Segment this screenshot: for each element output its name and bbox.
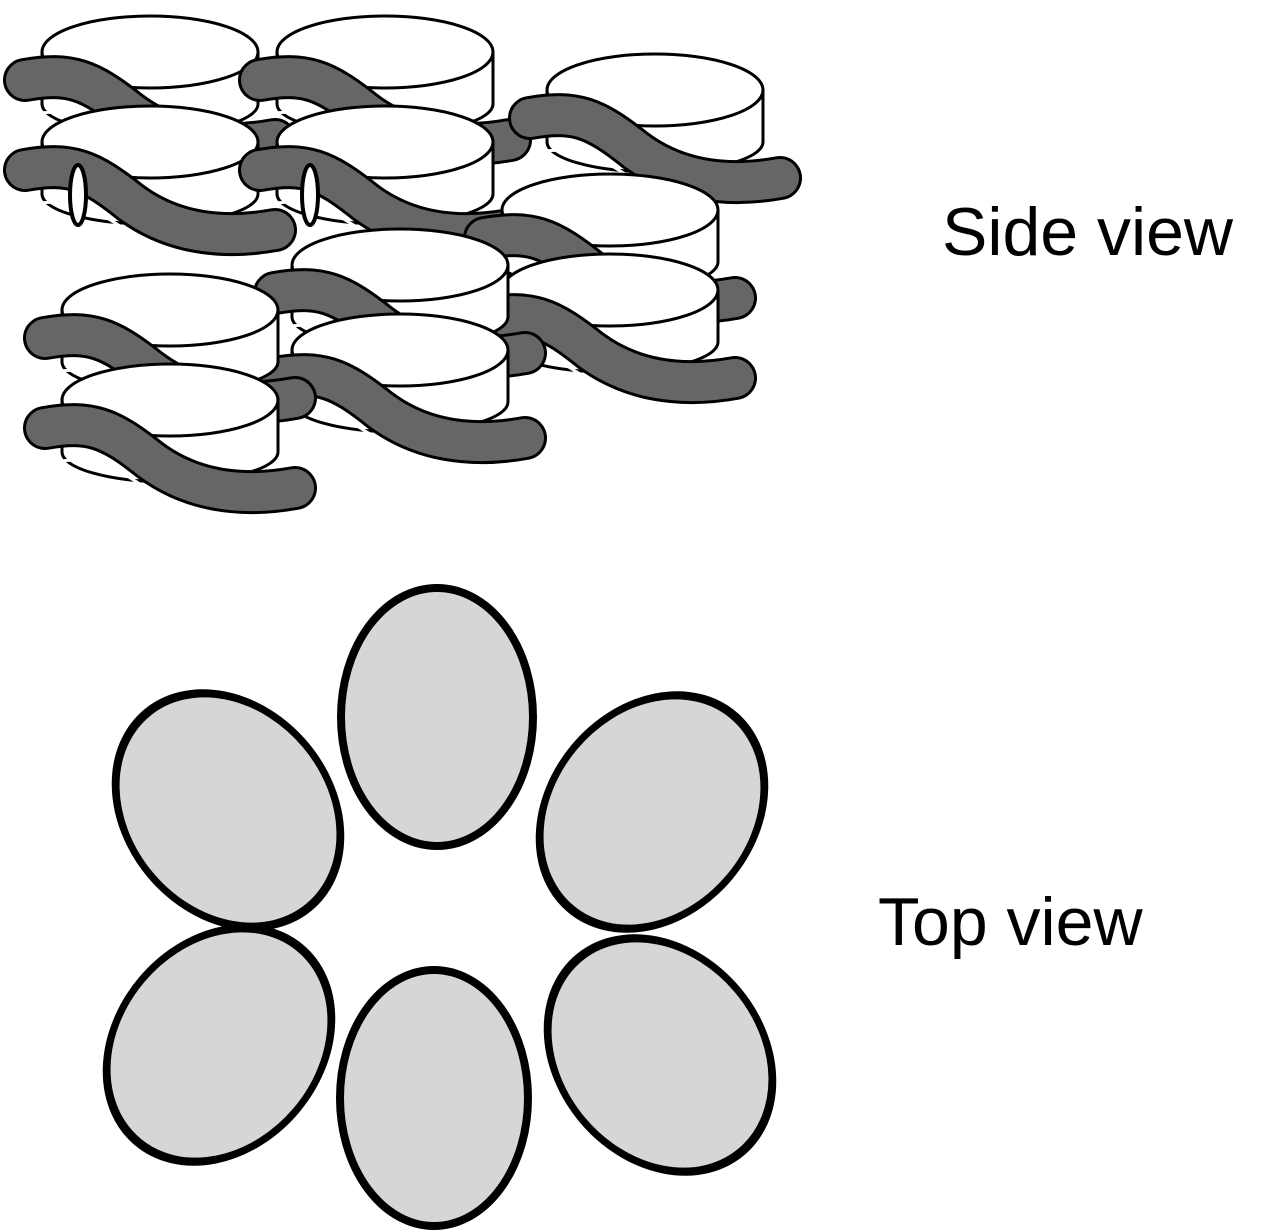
stack-back-right bbox=[530, 54, 780, 182]
top-view-diagram bbox=[102, 584, 777, 1230]
top-view-label: Top view bbox=[878, 884, 1143, 960]
coil-gap-marks bbox=[68, 163, 320, 227]
top-subunit-upper-right bbox=[535, 691, 769, 933]
side-view-diagram bbox=[25, 16, 780, 492]
stack-front-left bbox=[45, 274, 295, 492]
stack-back-middle bbox=[260, 16, 510, 234]
stack-back-left bbox=[25, 16, 275, 234]
side-view-label: Side view bbox=[942, 194, 1234, 270]
top-subunit-upper-left bbox=[111, 689, 345, 931]
top-subunit-lower-left bbox=[102, 924, 336, 1166]
top-subunit-lower-right bbox=[543, 934, 777, 1176]
top-subunit-top bbox=[337, 584, 537, 850]
top-subunit-bottom bbox=[336, 966, 532, 1230]
